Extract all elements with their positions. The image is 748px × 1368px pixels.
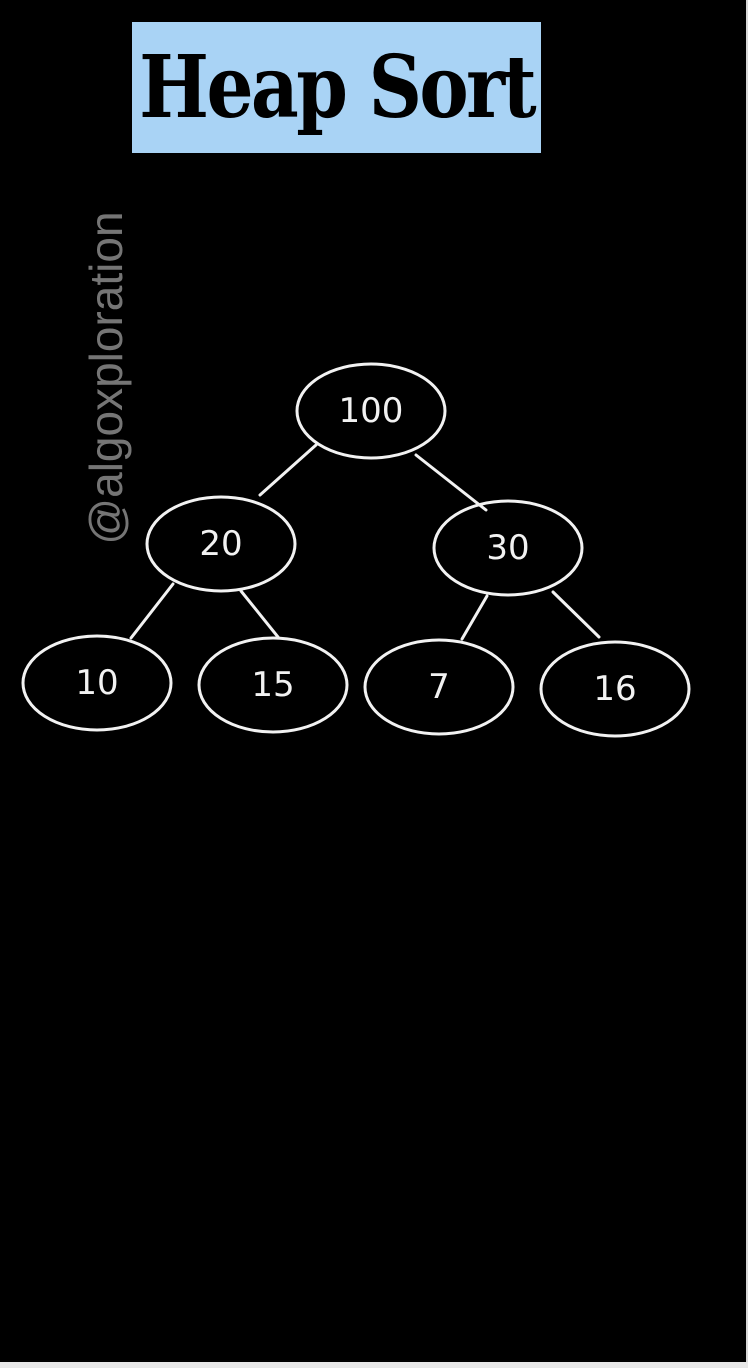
frame-border-right	[746, 0, 748, 1368]
node-ellipse	[21, 634, 173, 732]
edge-right-to-right-right	[551, 590, 601, 639]
tree-node-right-right: 16	[539, 640, 691, 738]
edge-left-to-left-right	[239, 589, 280, 639]
frame-border-bottom	[0, 1362, 748, 1368]
tree-node-root: 100	[295, 362, 447, 460]
edge-root-to-left	[258, 443, 318, 497]
node-value-label: 30	[486, 528, 529, 568]
tree-nodes: 100 20 30 10 15 7 16	[21, 362, 691, 738]
edge-right-to-right-left	[460, 594, 489, 641]
node-ellipse	[539, 640, 691, 738]
title-banner: Heap Sort	[132, 22, 541, 153]
node-value-label: 15	[251, 665, 294, 705]
node-ellipse	[363, 638, 515, 736]
node-value-label: 10	[75, 663, 118, 703]
tree-node-left: 20	[145, 495, 297, 593]
tree-node-left-right: 15	[197, 636, 349, 734]
node-value-label: 100	[339, 391, 404, 431]
node-ellipse	[145, 495, 297, 593]
tree-edges	[129, 443, 601, 641]
node-ellipse	[197, 636, 349, 734]
tree-node-left-left: 10	[21, 634, 173, 732]
node-value-label: 20	[199, 524, 242, 564]
edge-left-to-left-left	[129, 582, 175, 640]
node-value-label: 16	[593, 669, 636, 709]
page-title: Heap Sort	[139, 36, 537, 138]
node-value-label: 7	[428, 667, 450, 707]
node-ellipse	[295, 362, 447, 460]
tree-node-right-left: 7	[363, 638, 515, 736]
edge-root-to-right	[414, 453, 488, 512]
node-ellipse	[432, 499, 584, 597]
tree-node-right: 30	[432, 499, 584, 597]
